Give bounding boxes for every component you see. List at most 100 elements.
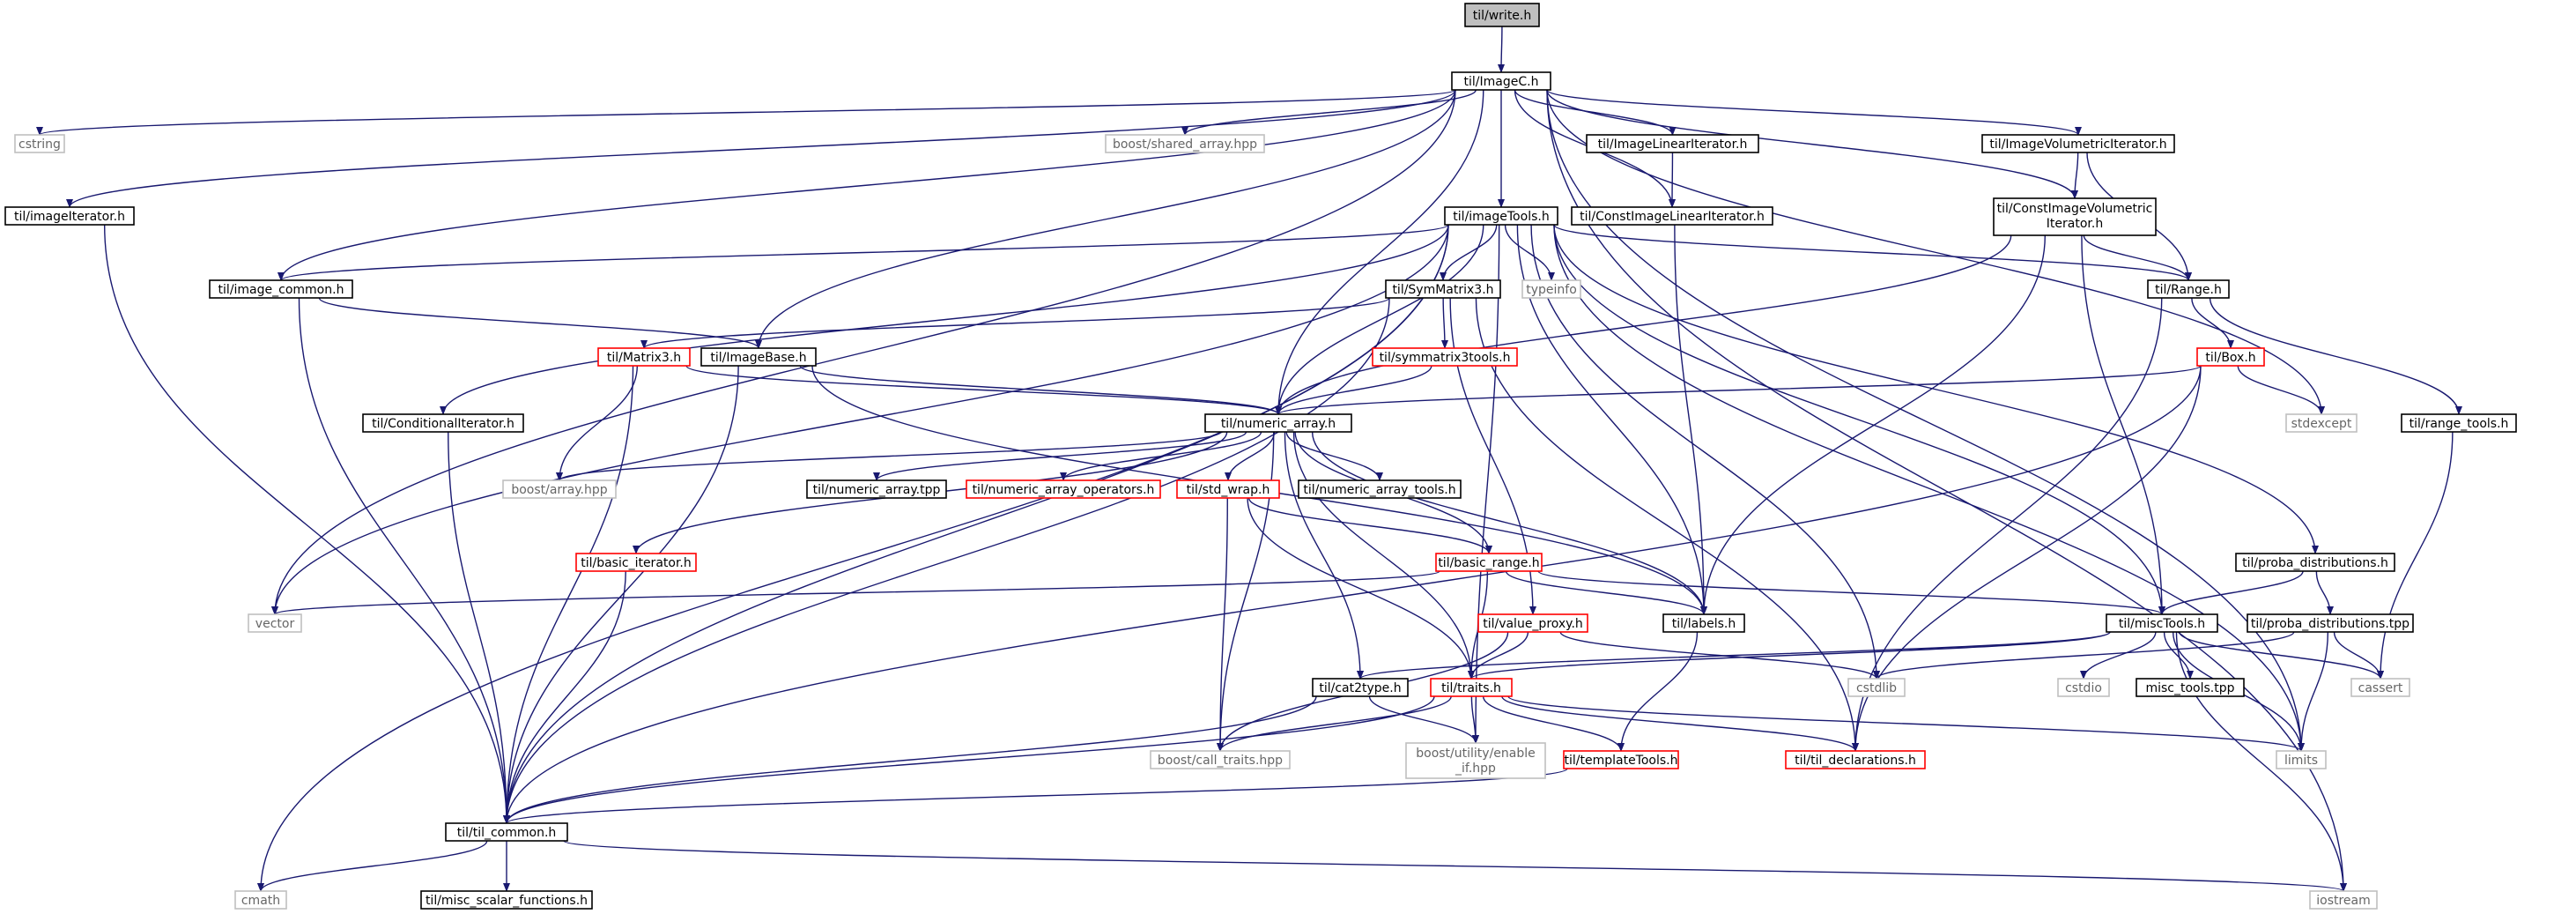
- edge-proba_distributions_tpp-to-cstdlib: [1873, 631, 2295, 680]
- edge-box_h-to-til_common_h: [503, 365, 2202, 824]
- edge-miscTools_h-to-iostream: [2175, 631, 2347, 892]
- node-image-common-h[interactable]: til/image_common.h: [209, 279, 353, 299]
- node-label: til/basic_iterator.h: [581, 556, 692, 570]
- node-iostream: iostream: [2309, 890, 2378, 910]
- edge-numeric_array_h-to-numeric_array_operators_h: [1060, 431, 1262, 481]
- edge-imageC_h-to-imageLinearIterator_h: [1514, 89, 1677, 136]
- node-numeric-array-operators-h[interactable]: til/numeric_array_operators.h: [966, 479, 1161, 499]
- node-range-tools-h[interactable]: til/range_tools.h: [2401, 413, 2517, 433]
- node-cstdio: cstdio: [2057, 678, 2110, 697]
- node-basic-range-h[interactable]: til/basic_range.h: [1435, 553, 1543, 572]
- edge-imageTools_h-to-vector: [271, 224, 1449, 615]
- node-misc-tools-tpp[interactable]: misc_tools.tpp: [2136, 678, 2245, 697]
- node-enable-if: boost/utility/enable_if.hpp: [1405, 742, 1546, 779]
- node-box-h[interactable]: til/Box.h: [2196, 347, 2265, 367]
- node-label: til/write.h: [1473, 9, 1532, 23]
- node-label: typeinfo: [1526, 283, 1577, 297]
- edge-basic_range_h-to-miscTools_h: [1537, 570, 2165, 615]
- node-std-wrap-h[interactable]: til/std_wrap.h: [1176, 479, 1280, 499]
- edge-imageBase_h-to-numeric_array_h: [799, 365, 1282, 415]
- node-shared-array: boost/shared_array.hpp: [1105, 134, 1265, 153]
- edge-range_h-to-til_declarations_h: [1852, 297, 2163, 752]
- edge-symMatrix3_h-to-til_declarations_h: [1475, 297, 1859, 752]
- node-miscTools-h[interactable]: til/miscTools.h: [2106, 613, 2218, 633]
- node-conditionalIterator-h[interactable]: til/ConditionalIterator.h: [362, 413, 524, 433]
- node-label: til/Matrix3.h: [607, 351, 681, 365]
- edge-range_h-to-range_tools_h: [2209, 297, 2462, 415]
- edge-matrix3_h-to-boost_array: [556, 365, 639, 481]
- node-numeric-array-h[interactable]: til/numeric_array.h: [1204, 413, 1352, 433]
- node-call-traits: boost/call_traits.hpp: [1150, 750, 1291, 769]
- node-label: til/til_declarations.h: [1795, 754, 1916, 768]
- node-cstring: cstring: [14, 134, 65, 153]
- edge-miscTools_h-to-cat2type_h: [1357, 631, 2111, 680]
- edge-imageVolumetricIterator_h-to-constImageVolumetric_h: [2071, 152, 2079, 199]
- node-label: til/ConstImageLinearIterator.h: [1580, 210, 1765, 224]
- node-imageBase-h[interactable]: til/ImageBase.h: [700, 347, 817, 367]
- node-proba-distributions-h[interactable]: til/proba_distributions.h: [2235, 553, 2395, 572]
- edge-numeric_array_h-to-cat2type_h: [1284, 431, 1364, 680]
- node-label: til/imageIterator.h: [14, 210, 125, 224]
- edge-range_tools_h-to-cassert: [2377, 431, 2454, 680]
- node-value-proxy-h[interactable]: til/value_proxy.h: [1477, 613, 1588, 633]
- edge-traits_h-to-call_traits: [1217, 695, 1452, 752]
- edge-box_h-to-stdexcept: [2237, 365, 2325, 415]
- edge-symMatrix3_h-to-symmatrix3tools_h: [1440, 297, 1448, 349]
- node-label: boost/array.hpp: [511, 483, 607, 497]
- node-symMatrix3-h[interactable]: til/SymMatrix3.h: [1385, 279, 1501, 299]
- node-label: til/ImageC.h: [1464, 75, 1539, 89]
- edge-imageTools_h-to-conditionalIterator_h: [440, 224, 1449, 415]
- node-basic-iterator-h[interactable]: til/basic_iterator.h: [575, 553, 697, 572]
- edge-numeric_array_h-to-numeric_array_tools_h: [1285, 431, 1383, 481]
- edge-write_h-to-imageC_h: [1498, 26, 1506, 73]
- node-labels-h[interactable]: til/labels.h: [1662, 613, 1745, 633]
- node-imageC-h[interactable]: til/ImageC.h: [1451, 71, 1551, 91]
- edge-traits_h-to-limits: [1507, 695, 2305, 752]
- node-constImageLinearIterator-h[interactable]: til/ConstImageLinearIterator.h: [1571, 206, 1773, 226]
- edge-constImageVolumetric_h-to-miscTools_h: [2081, 234, 2165, 615]
- edge-imageTools_h-to-range_h: [1553, 224, 2192, 281]
- edge-proba_distributions_h-to-proba_distributions_tpp: [2315, 570, 2334, 615]
- edge-imageTools_h-to-enable_if: [1472, 224, 1500, 744]
- edge-labels_h-to-templateTools_h: [1617, 631, 1699, 752]
- node-symmatrix3tools-h[interactable]: til/symmatrix3tools.h: [1372, 347, 1518, 367]
- node-til-common-h[interactable]: til/til_common.h: [445, 822, 568, 842]
- edge-matrix3_h-to-numeric_array_h: [685, 365, 1282, 415]
- node-imageVolumetricIterator-h[interactable]: til/ImageVolumetricIterator.h: [1981, 134, 2175, 153]
- edge-traits_h-to-til_declarations_h: [1501, 695, 1859, 752]
- edge-cat2type_h-to-til_common_h: [503, 695, 1317, 824]
- edge-imageC_h-to-constImageVolumetric_h: [1546, 89, 2078, 199]
- edge-imageC_h-to-cstring: [36, 89, 1456, 136]
- node-label: cstring: [19, 137, 61, 152]
- node-label: til/numeric_array_operators.h: [973, 483, 1155, 497]
- node-boost-array: boost/array.hpp: [502, 479, 617, 499]
- node-til-declarations-h[interactable]: til/til_declarations.h: [1785, 750, 1926, 769]
- node-label: til/miscTools.h: [2119, 617, 2205, 631]
- edge-imageTools_h-to-typeinfo: [1504, 224, 1555, 281]
- edge-value_proxy_h-to-cstdlib: [1559, 631, 1880, 680]
- node-numeric-array-tools-h[interactable]: til/numeric_array_tools.h: [1298, 479, 1462, 499]
- node-write-h[interactable]: til/write.h: [1464, 3, 1540, 27]
- edge-imageC_h-to-shared_array: [1181, 89, 1477, 136]
- edge-basic_range_h-to-labels_h: [1505, 570, 1707, 615]
- edge-imageTools_h-to-til_common_h: [503, 224, 1449, 824]
- node-templateTools-h[interactable]: til/templateTools.h: [1563, 750, 1679, 769]
- node-cat2type-h[interactable]: til/cat2type.h: [1312, 678, 1409, 697]
- node-label: til/symmatrix3tools.h: [1380, 351, 1511, 365]
- node-imageIterator-h[interactable]: til/imageIterator.h: [4, 206, 135, 226]
- edge-range_h-to-box_h: [2191, 297, 2234, 349]
- edge-imageTools_h-to-limits: [1553, 224, 2305, 752]
- node-numeric-array-tpp[interactable]: til/numeric_array.tpp: [806, 479, 947, 499]
- edge-traits_h-to-templateTools_h: [1482, 695, 1625, 752]
- edge-imageC_h-to-numeric_array_h: [1275, 89, 1484, 415]
- node-range-h[interactable]: til/Range.h: [2147, 279, 2230, 299]
- node-misc-scalar-functions-h[interactable]: til/misc_scalar_functions.h: [420, 890, 593, 910]
- edge-imageTools_h-to-symMatrix3_h: [1440, 224, 1498, 281]
- node-matrix3-h[interactable]: til/Matrix3.h: [597, 347, 691, 367]
- node-imageTools-h[interactable]: til/imageTools.h: [1444, 206, 1558, 226]
- node-imageLinearIterator-h[interactable]: til/ImageLinearIterator.h: [1586, 134, 1759, 153]
- node-traits-h[interactable]: til/traits.h: [1430, 678, 1513, 697]
- node-label: til/ImageBase.h: [710, 351, 806, 365]
- node-proba-distributions-tpp[interactable]: til/proba_distributions.tpp: [2247, 613, 2414, 633]
